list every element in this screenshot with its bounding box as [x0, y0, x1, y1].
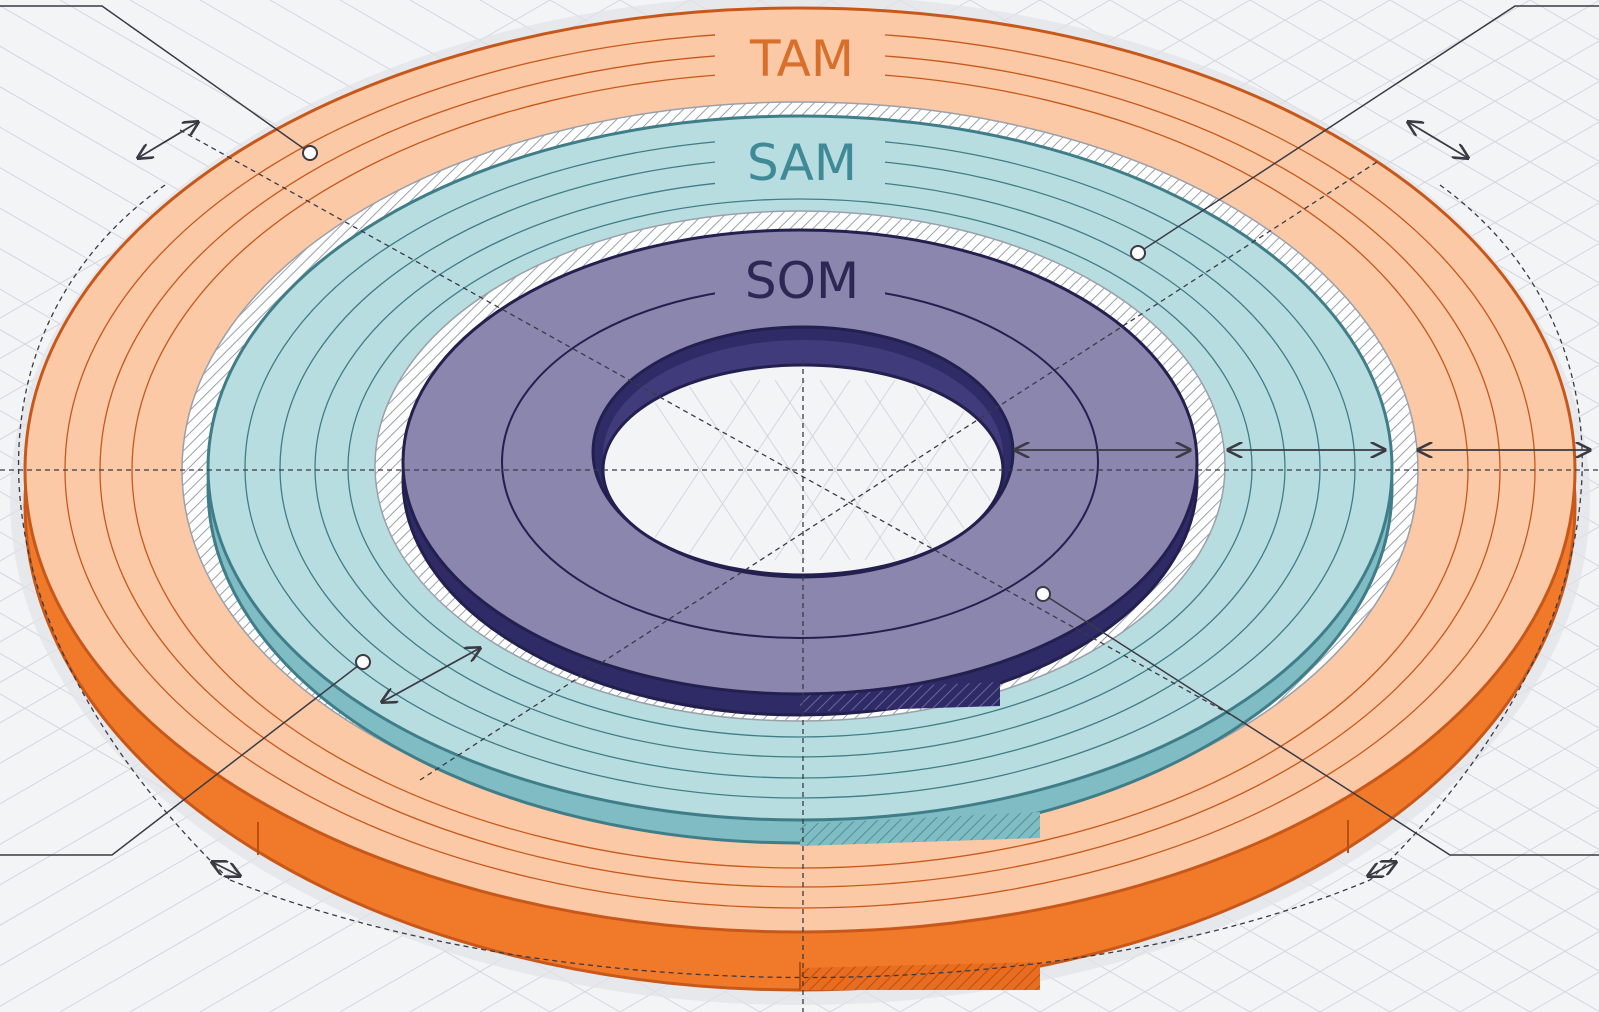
grid-line: [1249, 809, 1599, 1012]
grid-line: [1109, 728, 1599, 1012]
hole-grid-line: [684, 379, 806, 561]
circle-marker-icon: [1130, 245, 1146, 261]
sam-contour-ring: [347, 198, 1253, 738]
callout-leader-top-right: [1137, 5, 1599, 254]
hole-grid-line: [819, 379, 941, 561]
som-label: SOM: [745, 252, 859, 310]
circle-marker-icon: [355, 654, 371, 670]
outer-dashed-arc-bottom: [229, 879, 1371, 979]
double-arrow-icon: [1408, 122, 1468, 158]
callout-leader-top-left: [0, 5, 311, 154]
callout-leaders: [0, 5, 1599, 856]
sam-label: SAM: [747, 134, 857, 192]
hole-grid-line: [729, 379, 851, 561]
ring-labels: TAM SAM SOM: [715, 28, 885, 310]
double-arrow-icon: [212, 862, 240, 876]
double-arrow-icon: [382, 648, 480, 702]
dimension-arrows: [138, 122, 1590, 876]
grid-line: [1109, 0, 1599, 284]
circle-marker-icon: [1035, 586, 1051, 602]
grid-line: [1249, 0, 1599, 203]
sam-label-gap: [715, 132, 885, 188]
sam-hatch-patch: [800, 812, 1040, 846]
construction-lines: [0, 129, 1599, 1012]
diagonal-axis-a: [179, 129, 1241, 721]
hole-grid-line: [909, 379, 1000, 561]
outer-dashed-arc-left: [18, 184, 231, 881]
circle-marker-icon: [302, 145, 318, 161]
double-arrow-icon: [1368, 862, 1396, 876]
callout-markers: [302, 145, 1146, 670]
outer-dashed-arc-right: [1369, 184, 1583, 881]
hole-grid-line: [639, 379, 761, 561]
tam-label: TAM: [749, 30, 854, 88]
grid-line: [1179, 769, 1599, 1012]
double-arrow-icon: [138, 122, 198, 158]
diagonal-axis-b: [419, 159, 1381, 781]
grid-line: [1179, 0, 1599, 243]
callout-leader-bottom-right: [1042, 593, 1599, 856]
som-label-gap: [715, 250, 885, 306]
tam-hatch-patch: [800, 962, 1040, 990]
tam-label-gap: [715, 28, 885, 84]
hole-grid-line: [774, 379, 896, 561]
callout-leader-bottom-left: [0, 661, 364, 856]
